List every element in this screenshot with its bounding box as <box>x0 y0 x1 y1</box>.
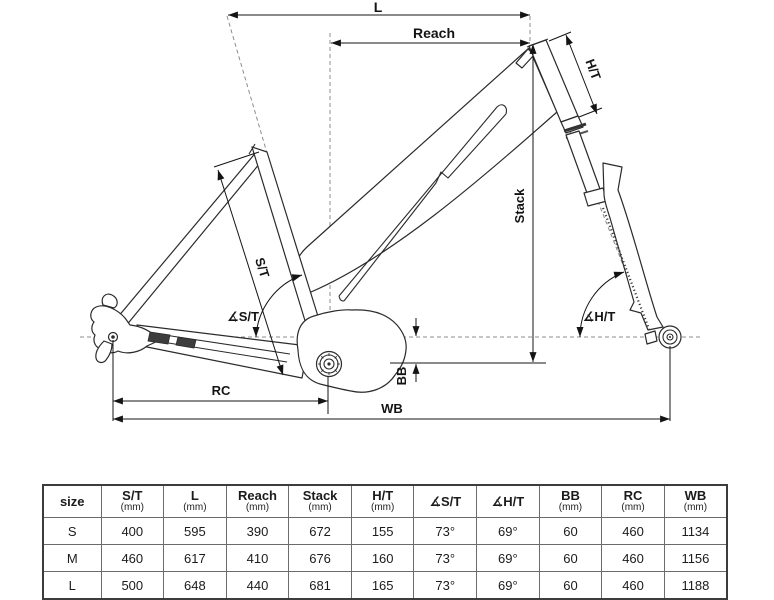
table-cell: 672 <box>288 517 352 545</box>
table-cell: 460 <box>100 544 165 572</box>
table-cell: 676 <box>288 544 352 572</box>
motor-housing <box>296 309 407 393</box>
table-cell: 460 <box>601 517 665 545</box>
table-cell: L <box>42 571 102 600</box>
table-cell: 595 <box>163 517 227 545</box>
table-cell: 165 <box>350 571 415 600</box>
table-cell: 69° <box>476 517 540 545</box>
table-cell: 681 <box>288 571 352 600</box>
table-cell: 155 <box>350 517 415 545</box>
frame-geometry-diagram: L Reach H/T Stack S/T ∡S/T ∡H/T BB RC WB <box>80 0 702 423</box>
down-tube <box>294 47 558 293</box>
table-cell: 440 <box>225 571 290 600</box>
table-cell: 400 <box>100 517 165 545</box>
steerer-axis-hatch <box>601 207 651 330</box>
rear-dropout <box>90 293 197 364</box>
table-cell: 73° <box>413 517 478 545</box>
label-stack: Stack <box>512 188 527 223</box>
table-cell: 1188 <box>663 571 728 600</box>
bottom-bracket <box>315 350 343 378</box>
label-wheelbase: WB <box>381 401 403 416</box>
column-header: S/T(mm) <box>100 484 165 518</box>
table-cell: 460 <box>601 544 665 572</box>
label-seat-angle: ∡S/T <box>227 309 259 324</box>
column-header: H/T(mm) <box>350 484 415 518</box>
seat-stay <box>116 149 266 328</box>
table-cell: 617 <box>163 544 227 572</box>
table-cell: 60 <box>538 544 603 572</box>
fork-stanchion <box>565 130 601 194</box>
column-header: BB(mm) <box>538 484 603 518</box>
column-header: RC(mm) <box>601 484 665 518</box>
table-cell: 390 <box>225 517 290 545</box>
table-cell: 69° <box>476 544 540 572</box>
table-cell: S <box>42 517 102 545</box>
table-cell: 69° <box>476 571 540 600</box>
column-header: size <box>42 484 102 518</box>
label-head-angle: ∡H/T <box>583 309 616 324</box>
dimension-lines <box>112 11 671 423</box>
column-header: ∡H/T <box>476 484 540 518</box>
column-header: L(mm) <box>163 484 227 518</box>
table-cell: 73° <box>413 544 478 572</box>
table-cell: 1156 <box>663 544 728 572</box>
column-header: Reach(mm) <box>225 484 290 518</box>
fork-leg <box>602 162 664 331</box>
front-dropout <box>644 325 682 349</box>
table-cell: 460 <box>601 571 665 600</box>
table-cell: M <box>42 544 102 572</box>
label-head-tube: H/T <box>582 57 604 82</box>
label-seat-tube: S/T <box>252 256 273 280</box>
dimension-labels: L Reach H/T Stack S/T ∡S/T ∡H/T BB RC WB <box>212 0 616 416</box>
label-top-tube-length: L <box>374 0 383 15</box>
table-cell: 60 <box>538 571 603 600</box>
table-cell: 648 <box>163 571 227 600</box>
label-bb-drop: BB <box>394 367 409 386</box>
label-reach: Reach <box>413 25 455 41</box>
battery-slot <box>338 104 507 302</box>
column-header: ∡S/T <box>413 484 478 518</box>
frame-drawing <box>90 38 682 393</box>
table-cell: 410 <box>225 544 290 572</box>
table-cell: 500 <box>100 571 165 600</box>
table-cell: 60 <box>538 517 603 545</box>
table-cell: 1134 <box>663 517 728 545</box>
column-header: Stack(mm) <box>288 484 352 518</box>
table-cell: 160 <box>350 544 415 572</box>
table-cell: 73° <box>413 571 478 600</box>
column-header: WB(mm) <box>663 484 728 518</box>
label-rear-center: RC <box>212 383 231 398</box>
